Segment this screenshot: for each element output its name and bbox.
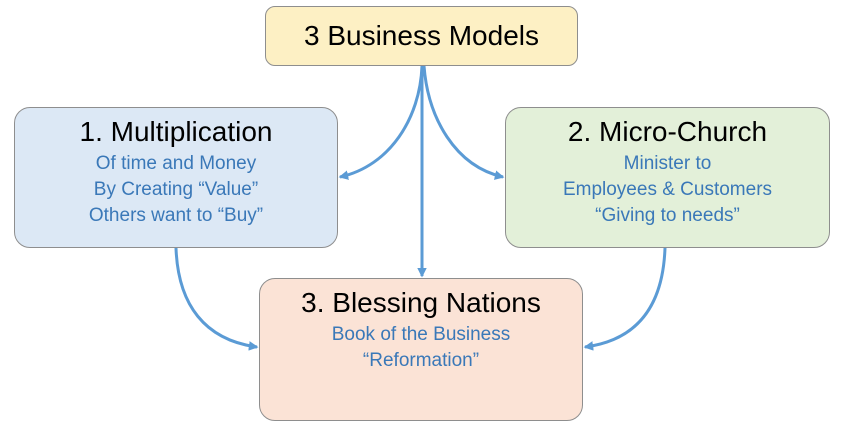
blessing-nations-line-2: “Reformation” [362, 350, 480, 371]
arrow-left-to-bottom [174, 247, 259, 351]
multiplication-line-3: Others want to “Buy” [88, 205, 264, 226]
micro-church-line-1: Minister to [623, 153, 712, 174]
blessing-nations-title: 3. Blessing Nations [301, 287, 541, 318]
business-models-title: 3 Business Models [303, 20, 539, 51]
micro-church-box: 2. Micro-Church Minister to Employees & … [505, 107, 830, 248]
arrow-right-to-bottom [583, 247, 667, 351]
micro-church-line-3: “Giving to needs” [595, 205, 740, 226]
multiplication-line-1: Of time and Money [95, 153, 257, 174]
multiplication-box: 1. Multiplication Of time and Money By C… [14, 107, 338, 248]
blessing-nations-box: 3. Blessing Nations Book of the Business… [259, 278, 583, 421]
micro-church-line-2: Employees & Customers [562, 179, 773, 200]
arrow-top-to-left [338, 65, 424, 180]
arrow-top-to-right [422, 65, 505, 180]
multiplication-line-2: By Creating “Value” [93, 179, 259, 200]
micro-church-title: 2. Micro-Church [567, 116, 768, 147]
multiplication-title: 1. Multiplication [79, 116, 273, 147]
business-models-box: 3 Business Models [265, 6, 578, 66]
blessing-nations-line-1: Book of the Business [331, 324, 511, 345]
